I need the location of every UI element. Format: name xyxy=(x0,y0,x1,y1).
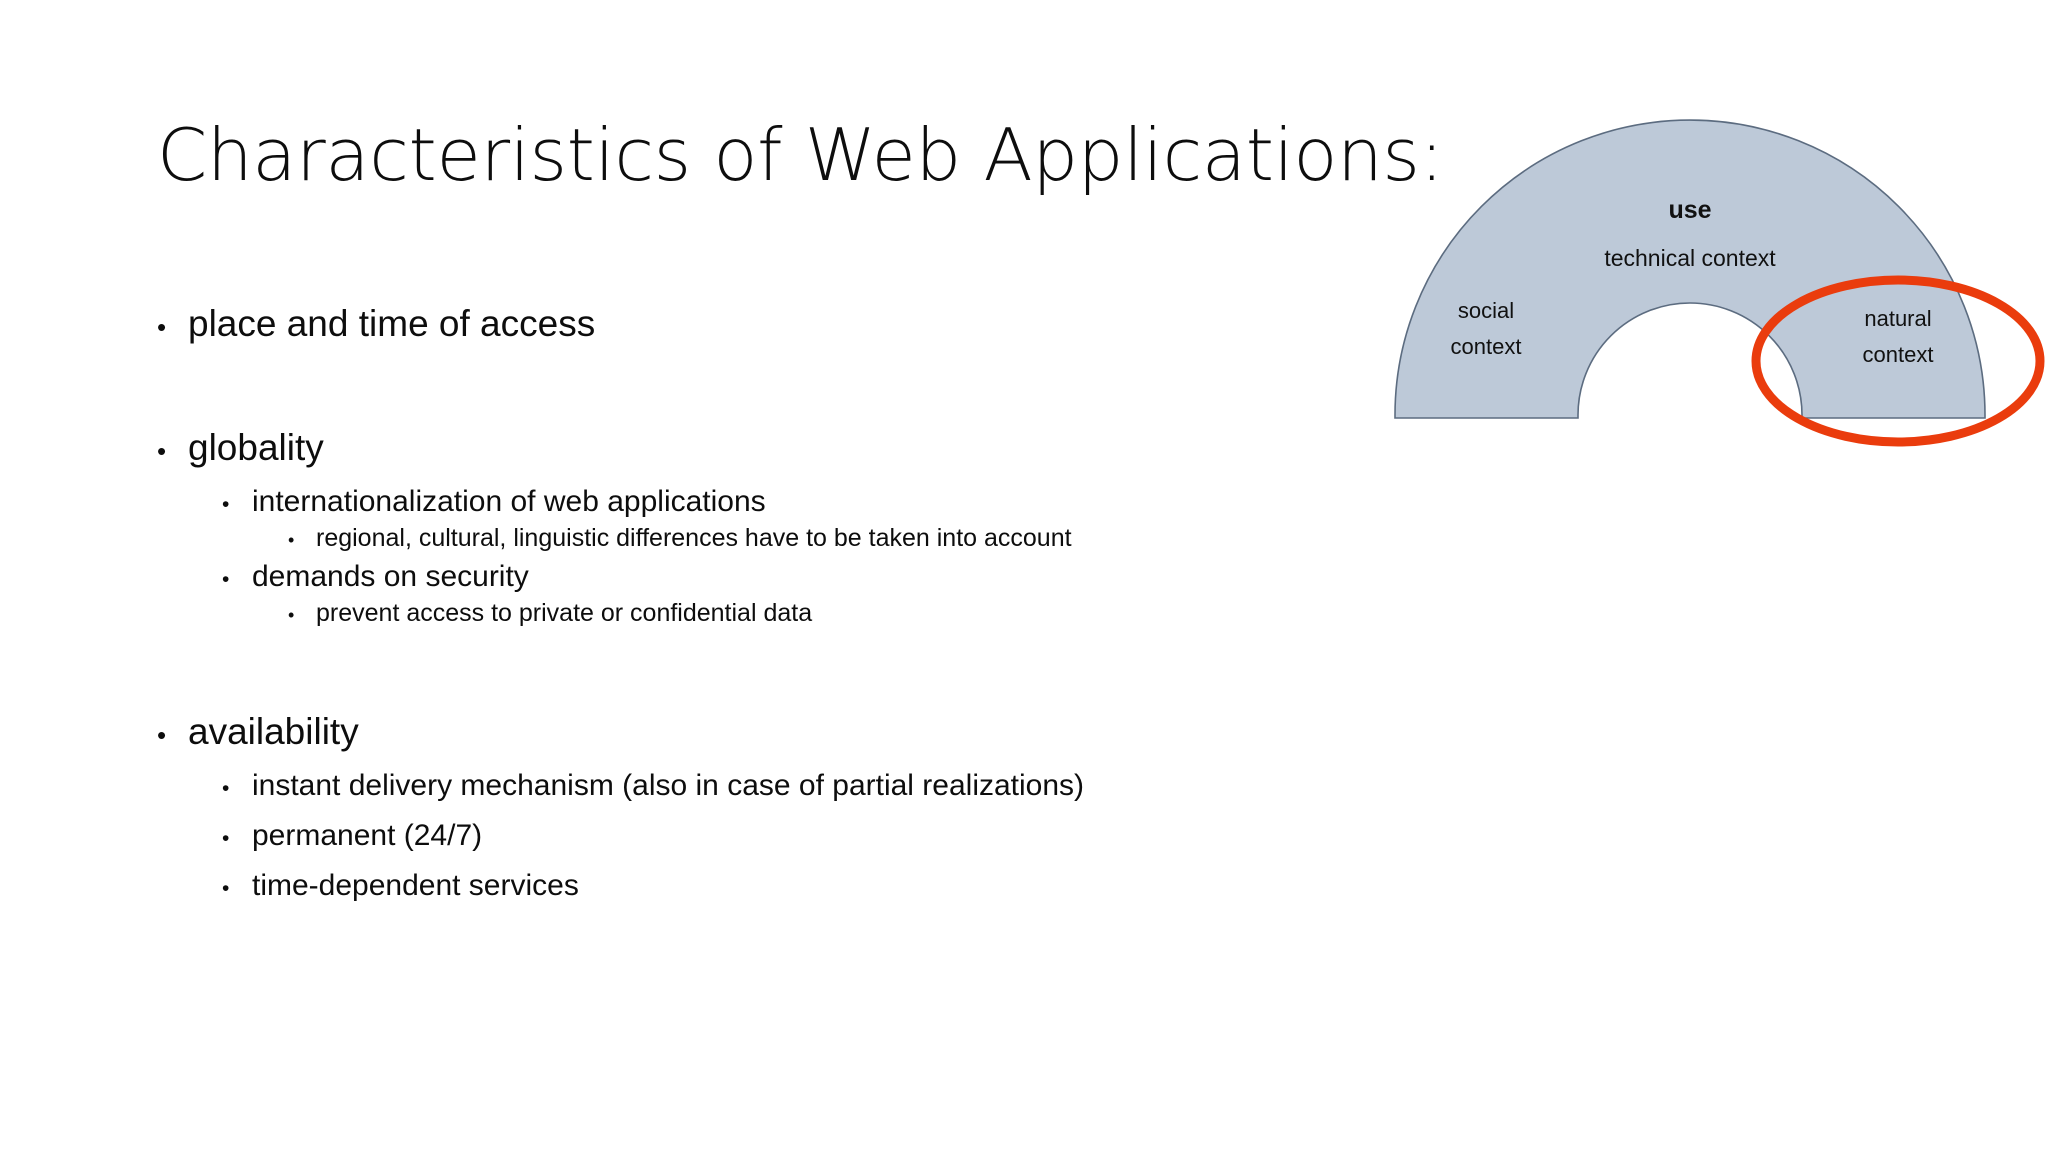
bullet-text: regional, cultural, linguistic differenc… xyxy=(316,524,1072,552)
spacer xyxy=(0,756,1400,766)
bullet-marker-icon: • xyxy=(288,605,295,625)
bullet-item-place-and-time: • place and time of access xyxy=(0,300,1400,348)
bullet-item-internationalization: • internationalization of web applicatio… xyxy=(0,482,1400,522)
bullet-item-regional-differences: • regional, cultural, linguistic differe… xyxy=(0,522,1400,557)
bullet-text: demands on security xyxy=(252,560,529,593)
bullet-marker-icon: • xyxy=(157,312,167,342)
bullet-item-time-dependent-services: • time-dependent services xyxy=(0,866,1400,906)
arch-label-natural-line1: natural xyxy=(1864,306,1931,331)
bullet-list: • place and time of access • globality •… xyxy=(0,300,1400,906)
bullet-item-instant-delivery: • instant delivery mechanism (also in ca… xyxy=(0,766,1400,806)
bullet-text: globality xyxy=(188,427,324,468)
arch-label-use: use xyxy=(1668,196,1711,224)
page-title: Characteristics of Web Applications: xyxy=(157,113,1444,197)
bullet-item-globality: • globality xyxy=(0,424,1400,472)
bullet-text: place and time of access xyxy=(188,303,596,344)
spacer xyxy=(0,856,1400,866)
bullet-item-demands-on-security: • demands on security xyxy=(0,557,1400,597)
bullet-marker-icon: • xyxy=(222,568,230,591)
arch-shape xyxy=(1394,119,1986,419)
bullet-text: availability xyxy=(188,711,359,752)
bullet-item-prevent-access: • prevent access to private or confident… xyxy=(0,597,1400,632)
arch-label-social-line1: social xyxy=(1458,298,1514,323)
context-arch-diagram: use technical context social context nat… xyxy=(1368,119,2048,478)
bullet-text: time-dependent services xyxy=(252,869,579,902)
bullet-text: prevent access to private or confidentia… xyxy=(316,599,813,627)
bullet-marker-icon: • xyxy=(222,877,230,900)
bullet-item-availability: • availability xyxy=(0,708,1400,756)
bullet-text: permanent (24/7) xyxy=(252,819,483,852)
arch-label-natural-line2: context xyxy=(1863,342,1934,367)
bullet-marker-icon: • xyxy=(288,530,295,550)
arch-label-technical-context: technical context xyxy=(1604,245,1776,271)
bullet-text: internationalization of web applications xyxy=(252,485,766,518)
bullet-text: instant delivery mechanism (also in case… xyxy=(252,769,1085,802)
spacer xyxy=(0,632,1400,708)
bullet-marker-icon: • xyxy=(157,436,167,466)
bullet-marker-icon: • xyxy=(222,493,230,516)
spacer xyxy=(0,472,1400,482)
bullet-marker-icon: • xyxy=(222,827,230,850)
bullet-item-permanent: • permanent (24/7) xyxy=(0,816,1400,856)
red-ellipse-highlight xyxy=(1751,275,2045,447)
bullet-marker-icon: • xyxy=(222,777,230,800)
spacer xyxy=(0,806,1400,816)
arch-label-social-line2: context xyxy=(1451,334,1522,359)
bullet-marker-icon: • xyxy=(157,720,167,750)
spacer xyxy=(0,348,1400,424)
